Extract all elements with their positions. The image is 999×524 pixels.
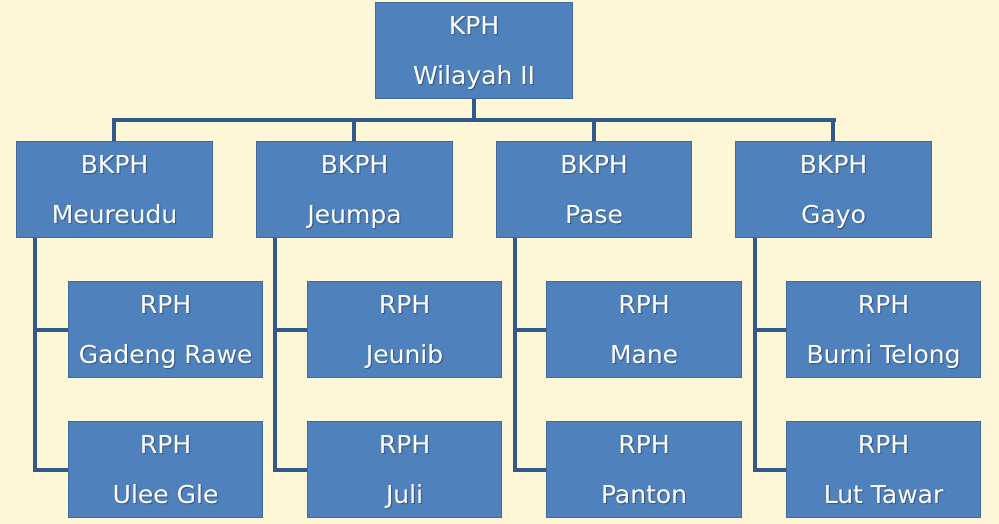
node-rph-lut-tawar: RPH Lut Tawar	[786, 421, 981, 518]
connector-horizontal-bus	[112, 118, 836, 122]
node-title: BKPH	[799, 149, 868, 179]
node-subtitle: Mane	[609, 339, 679, 369]
node-title: BKPH	[560, 149, 628, 179]
node-subtitle: Gadeng Rawe	[78, 339, 253, 369]
node-subtitle: Meureudu	[51, 199, 178, 229]
connector-meureudu-spine	[33, 238, 37, 472]
connector-gayo-spine	[753, 238, 757, 472]
node-rph-juli: RPH Juli	[307, 421, 502, 518]
node-subtitle: Burni Telong	[806, 339, 961, 369]
node-subtitle: Wilayah II	[412, 60, 536, 90]
connector-gadeng-rawe	[33, 328, 69, 332]
node-rph-panton: RPH Panton	[546, 421, 742, 518]
node-kph-wilayah-ii: KPH Wilayah II	[375, 2, 573, 99]
connector-to-pase	[592, 118, 596, 142]
node-rph-gadeng-rawe: RPH Gadeng Rawe	[68, 281, 263, 378]
node-subtitle: Panton	[600, 479, 688, 509]
node-subtitle: Juli	[385, 479, 424, 509]
node-title: RPH	[618, 429, 670, 459]
connector-jeunib	[273, 328, 308, 332]
node-title: BKPH	[320, 149, 389, 179]
connector-mane	[513, 328, 547, 332]
node-title: RPH	[139, 429, 192, 459]
connector-to-meureudu	[112, 118, 116, 142]
connector-jeumpa-spine	[273, 238, 277, 472]
connector-lut-tawar	[753, 468, 787, 472]
connector-juli	[273, 468, 308, 472]
node-subtitle: Pase	[565, 199, 623, 229]
node-title: RPH	[378, 429, 431, 459]
node-title: RPH	[857, 289, 910, 319]
node-title: KPH	[448, 10, 500, 40]
node-bkph-gayo: BKPH Gayo	[735, 141, 932, 238]
node-title: RPH	[139, 289, 192, 319]
node-subtitle: Ulee Gle	[112, 479, 219, 509]
connector-panton	[513, 468, 547, 472]
connector-burni-telong	[753, 328, 787, 332]
node-title: RPH	[618, 289, 670, 319]
connector-to-gayo	[831, 118, 835, 142]
node-title: RPH	[857, 429, 910, 459]
connector-root-down	[472, 99, 476, 121]
node-rph-burni-telong: RPH Burni Telong	[786, 281, 981, 378]
connector-pase-spine	[513, 238, 517, 472]
node-bkph-jeumpa: BKPH Jeumpa	[256, 141, 453, 238]
node-bkph-meureudu: BKPH Meureudu	[16, 141, 213, 238]
node-title: RPH	[378, 289, 431, 319]
node-title: BKPH	[80, 149, 149, 179]
node-rph-mane: RPH Mane	[546, 281, 742, 378]
node-subtitle: Lut Tawar	[823, 479, 944, 509]
node-bkph-pase: BKPH Pase	[496, 141, 692, 238]
connector-ulee-gle	[33, 468, 69, 472]
node-rph-ulee-gle: RPH Ulee Gle	[68, 421, 263, 518]
node-subtitle: Jeunib	[365, 339, 444, 369]
connector-to-jeumpa	[352, 118, 356, 142]
node-subtitle: Jeumpa	[307, 199, 402, 229]
node-rph-jeunib: RPH Jeunib	[307, 281, 502, 378]
node-subtitle: Gayo	[801, 199, 866, 229]
